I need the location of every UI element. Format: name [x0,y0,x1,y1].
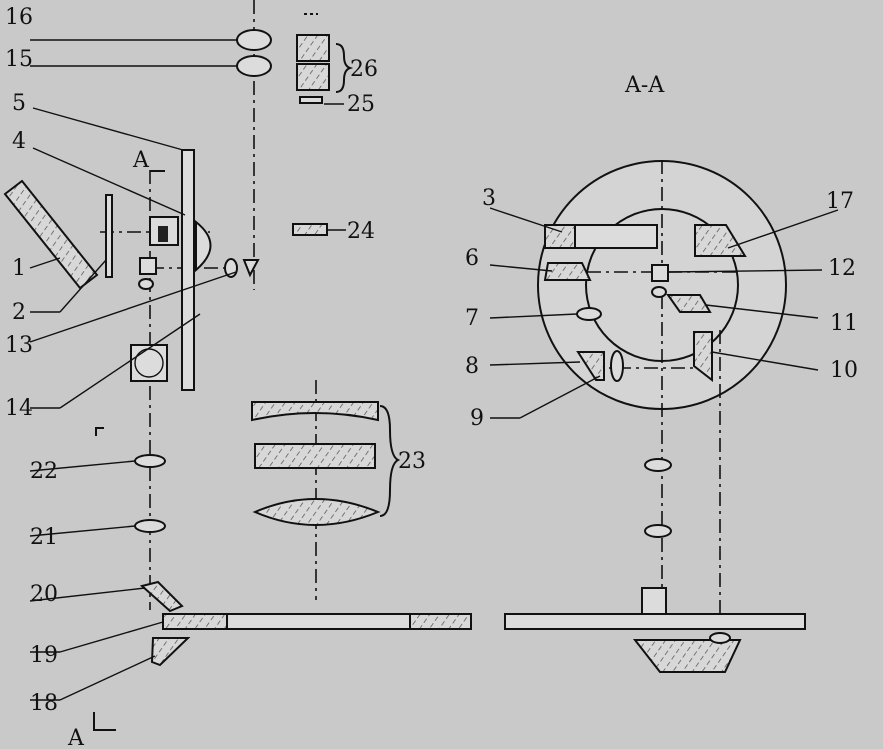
label-1: 1 [12,256,26,281]
section-base-bar [504,613,806,630]
label-17: 17 [826,189,854,214]
label-10: 10 [830,358,858,383]
eyepiece-26-b [296,63,330,91]
label-22: 22 [30,459,58,484]
label-18: 18 [30,691,58,716]
bottom-prism [632,639,742,673]
element-14 [130,344,168,382]
prism-10 [693,331,713,383]
brace-23 [379,405,401,517]
plate-5 [181,149,195,391]
label-5: 5 [12,91,26,116]
label-13: 13 [5,333,33,358]
lens-9 [610,350,624,382]
label-26: 26 [350,57,378,82]
small-cube [139,257,157,275]
lens-22 [134,454,166,468]
eyepiece-26-a [296,34,330,62]
prism-13 [242,259,260,278]
label-11: 11 [830,311,858,336]
bottom-small-lens [709,632,731,644]
leader-lines-left [29,39,346,701]
corner-mark [95,427,104,436]
block-4-core [158,226,168,242]
section-view [504,160,806,673]
filter-2 [105,194,113,278]
section-title: A-A [624,73,665,98]
prism-20 [139,580,184,613]
label-24: 24 [347,219,375,244]
lens-12 [651,286,667,298]
prism-6 [543,262,592,281]
label-3: 3 [482,186,496,211]
label-9: 9 [470,406,484,431]
lower-block [641,587,667,617]
base-bar-19-hatched-right [409,613,472,630]
label-23: 23 [398,449,426,474]
prism-8 [576,351,605,381]
label-15: 15 [5,47,33,72]
bar-3-end [544,224,576,249]
lower-lens-a [644,458,672,472]
lens-23-a [251,401,379,422]
lower-lens-b [644,524,672,538]
section-mark-bottom-tick [93,712,116,731]
label-6: 6 [465,246,479,271]
brace-26 [335,43,354,93]
cube-12 [651,264,669,282]
lens-16 [236,29,272,51]
base-bar-19-hatched-left [162,613,228,630]
section-mark-bottom: A [67,726,85,749]
label-14: 14 [5,396,33,421]
main-view [3,0,472,667]
element-25 [299,96,323,104]
lens-23-c [252,498,381,526]
lens-23-b [254,443,376,469]
label-8: 8 [465,354,479,379]
label-25: 25 [347,92,375,117]
label-12: 12 [828,256,856,281]
label-20: 20 [30,582,58,607]
condenser-lens [195,219,212,273]
label-4: 4 [12,129,26,154]
element-24 [292,223,328,236]
lens-21 [134,519,166,533]
prism-18 [150,637,191,667]
label-16: 16 [5,5,33,30]
small-lens [138,278,154,290]
mirror-1 [3,179,99,290]
lens-7 [576,307,602,321]
prism-17 [694,224,747,257]
label-7: 7 [465,306,479,331]
label-19: 19 [30,643,58,668]
leader-lines-right [489,207,839,419]
lens-15 [236,55,272,77]
prism-11 [666,294,712,313]
label-2: 2 [12,300,26,325]
section-mark-top: A [132,148,150,173]
label-21: 21 [30,525,58,550]
